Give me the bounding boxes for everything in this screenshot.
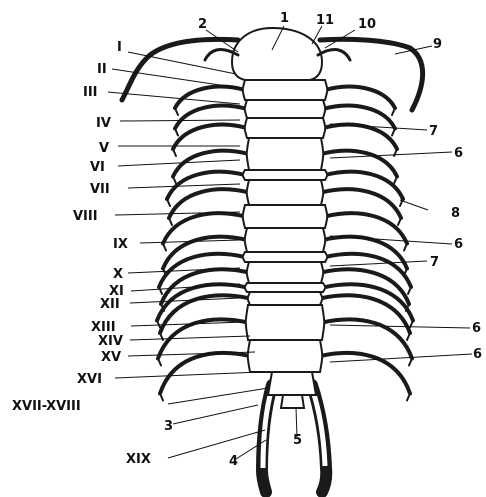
label-segment-XII: XII <box>100 297 120 312</box>
label-segment-XVII-XVIII: XVII-XVIII <box>12 399 81 414</box>
label-7-lower: 7 <box>430 255 439 270</box>
label-segment-VII: VII <box>90 182 110 197</box>
left-leg-claw <box>158 359 161 366</box>
label-segment-X: X <box>113 267 123 282</box>
right-leg-claw <box>407 333 410 340</box>
label-segment-XVI: XVI <box>77 372 102 387</box>
trunk-segment <box>246 305 325 340</box>
label-5: 5 <box>293 433 302 448</box>
label-10: 10 <box>358 17 376 32</box>
right-leg <box>325 172 403 199</box>
left-leg-claw <box>173 177 176 184</box>
trunk-segment <box>247 180 324 205</box>
left-leg <box>173 125 247 149</box>
trunk-segment <box>243 252 328 262</box>
label-segment-XIV: XIV <box>98 334 123 349</box>
trunk-segment <box>245 283 326 292</box>
label-1: 1 <box>280 11 289 26</box>
trunk-segment <box>243 80 328 100</box>
left-leg-claw <box>173 149 176 156</box>
label-2: 2 <box>198 17 207 32</box>
right-leg-claw <box>398 218 401 225</box>
label-segment-III: III <box>83 85 98 100</box>
segment-xix <box>281 395 304 408</box>
label-segment-XV: XV <box>101 350 121 365</box>
label-segment-I: I <box>117 40 122 55</box>
label-6-second: 6 <box>454 237 463 252</box>
label-segment-XIII: XIII <box>91 320 116 335</box>
head-capsule <box>232 28 322 80</box>
label-segment-XIX: XIX <box>126 452 151 467</box>
trunk-segment <box>247 262 324 283</box>
left-leg-claw <box>169 218 172 225</box>
trunk-segment <box>243 170 328 180</box>
label-segment-V: V <box>99 141 109 156</box>
left-leg-claw <box>157 321 160 328</box>
left-leg-claw <box>175 129 178 136</box>
right-leg <box>320 353 410 394</box>
right-leg <box>323 125 397 149</box>
left-leg-claw <box>167 199 170 206</box>
right-leg <box>320 295 410 333</box>
right-leg-claw <box>404 244 407 251</box>
label-6-first: 6 <box>454 146 463 161</box>
left-leg-claw <box>159 287 162 294</box>
trunk-segment <box>247 138 324 170</box>
label-segment-IV: IV <box>96 116 111 131</box>
left-leg-claw <box>163 244 166 251</box>
trunk-segment <box>248 292 323 305</box>
trunk-segment <box>243 205 328 228</box>
trunk-segment <box>245 228 326 252</box>
right-leg-claw <box>409 359 412 366</box>
right-leg-claw <box>394 177 397 184</box>
label-8: 8 <box>451 206 460 221</box>
label-11: 11 <box>316 13 334 28</box>
trunk-segment <box>245 100 326 118</box>
left-leg-claw <box>175 108 178 115</box>
right-leg-claw <box>408 287 411 294</box>
label-segment-VIII: VIII <box>73 209 98 224</box>
right-leg-claw <box>407 394 410 401</box>
label-3: 3 <box>164 419 173 434</box>
right-leg-claw <box>392 108 395 115</box>
label-segment-II: II <box>97 62 107 77</box>
label-7-upper: 7 <box>429 124 438 139</box>
segment-xvii-xviii <box>268 372 316 395</box>
left-leg-claw <box>160 394 163 401</box>
trunk-segments <box>243 80 328 372</box>
label-segment-VI: VI <box>90 160 105 175</box>
trunk-segment <box>245 118 326 138</box>
label-segment-IX: IX <box>113 237 128 252</box>
label-6-fourth: 6 <box>473 347 482 362</box>
label-6-third: 6 <box>472 321 481 336</box>
trunk-segment <box>248 340 323 372</box>
label-4: 4 <box>229 454 238 469</box>
label-9: 9 <box>433 37 442 52</box>
right-leg-claw <box>392 129 395 136</box>
